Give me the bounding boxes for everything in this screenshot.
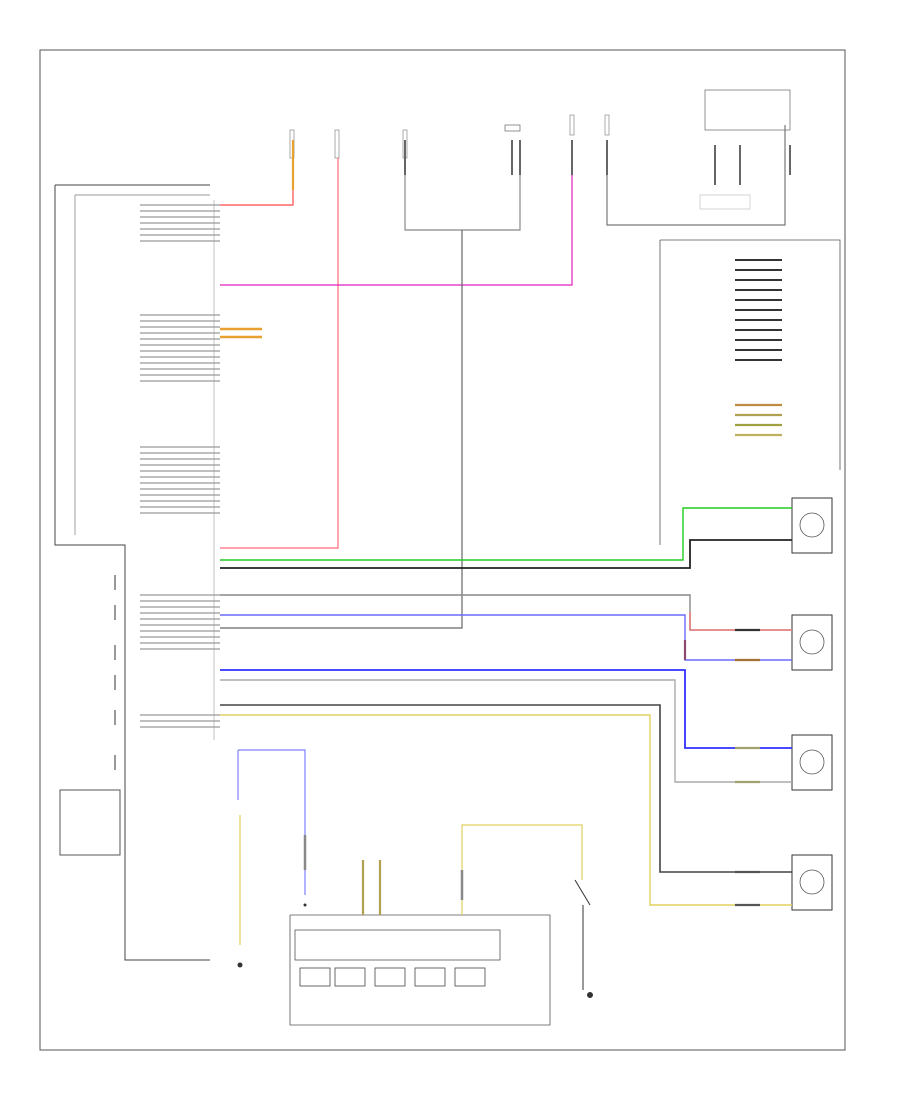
wire-blue-1 [220,614,792,661]
wire-pink [220,140,573,286]
diagram-border [39,49,846,1051]
steering-sensor-box [659,239,841,545]
orange-connectors [220,327,262,339]
wire-blue-2 [220,669,792,749]
wire-pinkish [689,612,792,631]
wire-yellow [220,714,792,906]
wire-red-top [220,158,294,206]
ecu-pin-stubs [140,204,220,728]
bottom-left-wires [237,749,307,945]
sensor-pin-bars [735,259,782,361]
wire-black-1 [220,539,792,569]
wire-gray-2 [220,679,792,783]
cluster-lamps [299,967,486,987]
sensor-color-bars [735,403,782,437]
wire-yellow-cluster [461,824,583,915]
sensor-wires [220,507,792,906]
left-components [59,575,121,856]
wheel-speed-sensors [791,497,833,911]
brake-switch [574,879,593,998]
wire-black-2 [220,704,792,873]
instrument-cluster [289,914,551,1026]
ground-symbols [237,903,307,968]
wire-red-long [220,158,339,549]
wire-gray-loop [404,150,521,231]
abs-control-module [54,184,210,961]
wire-green [220,507,792,561]
sensor-terminal-stubs [735,628,760,907]
cluster-wires [361,824,583,915]
wire-blue-lower [238,749,306,895]
top-wires [220,125,786,629]
top-connector-pins [404,140,791,185]
wire-gray-right [606,125,786,226]
wire-gray-long [220,230,463,629]
wire-gray-1 [220,594,691,612]
